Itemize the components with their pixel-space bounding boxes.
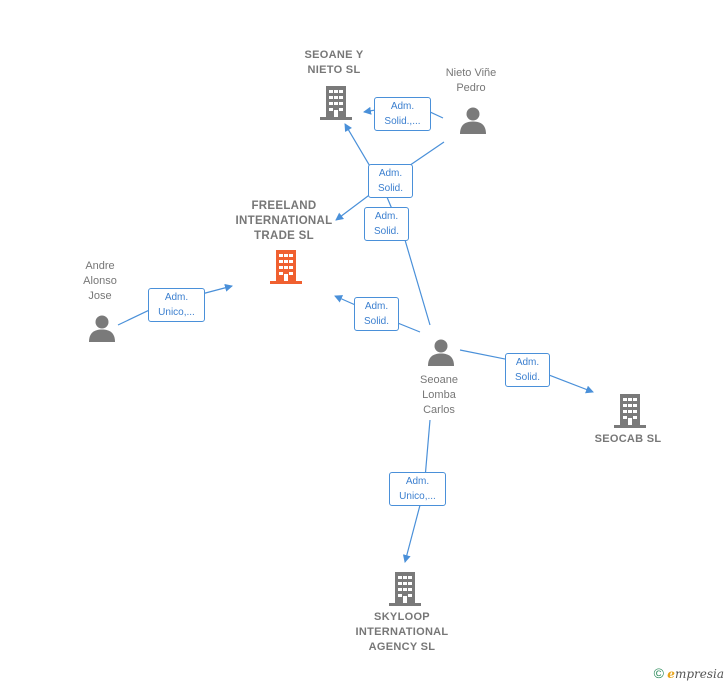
building-icon[interactable] xyxy=(614,394,646,428)
relation-label[interactable]: Adm. Unico,... xyxy=(148,288,205,322)
copyright-symbol: © xyxy=(653,665,664,681)
brand-name: empresia xyxy=(667,667,724,681)
person-icon[interactable] xyxy=(88,314,116,342)
person-label-andre[interactable]: Andre Alonso Jose xyxy=(83,260,117,302)
relation-label[interactable]: Adm. Unico,... xyxy=(389,472,446,506)
company-label-skyloop[interactable]: SKYLOOP INTERNATIONAL AGENCY SL xyxy=(355,611,449,653)
person-icon[interactable] xyxy=(427,338,455,366)
brand-initial: e xyxy=(667,667,675,681)
building-icon[interactable] xyxy=(389,572,421,606)
person-label-nieto-vine[interactable]: Nieto Viñe Pedro xyxy=(445,67,497,94)
building-icon[interactable] xyxy=(320,86,352,120)
relation-label[interactable]: Adm. Solid. xyxy=(505,353,550,387)
company-label-seoane-y-nieto[interactable]: SEOANE Y NIETO SL xyxy=(304,49,364,76)
relation-label[interactable]: Adm. Solid. xyxy=(364,207,409,241)
company-label-freeland[interactable]: FREELAND INTERNATIONAL TRADE SL xyxy=(235,200,333,242)
building-icon[interactable] xyxy=(270,250,302,284)
empresia-logo: © empresia xyxy=(654,665,724,681)
brand-rest: mpresia xyxy=(674,667,724,681)
relation-label[interactable]: Adm. Solid.,... xyxy=(374,97,431,131)
person-label-seoane-lomba[interactable]: Seoane Lomba Carlos xyxy=(420,374,458,416)
person-icon[interactable] xyxy=(459,106,487,134)
relation-label[interactable]: Adm. Solid. xyxy=(354,297,399,331)
relation-label[interactable]: Adm. Solid. xyxy=(368,164,413,198)
company-label-seocab[interactable]: SEOCAB SL xyxy=(594,433,662,445)
